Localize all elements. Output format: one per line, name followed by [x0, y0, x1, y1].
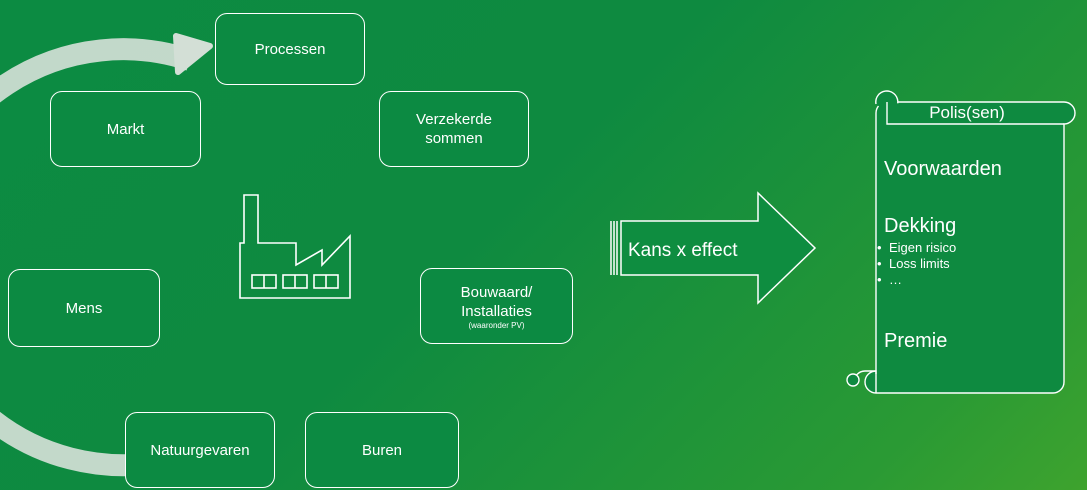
scroll-bullet-list: Eigen risico Loss limits …: [877, 240, 956, 288]
node-mens: Mens: [8, 269, 160, 347]
node-label: Natuurgevaren: [150, 441, 250, 459]
node-label: Markt: [106, 120, 145, 138]
policy-scroll: [846, 90, 1076, 394]
node-verzekerde-sommen: Verzekerde sommen: [379, 91, 529, 167]
node-note: (waaronder PV): [468, 320, 525, 330]
scroll-bullet: Eigen risico: [877, 240, 956, 256]
node-label: Verzekerde sommen: [416, 111, 492, 147]
node-label: Bouwaard/ Installaties: [460, 283, 533, 320]
factory-icon: [239, 194, 351, 299]
node-label: Mens: [65, 299, 103, 317]
arrow-label: Kans x effect: [628, 240, 738, 261]
node-bouwaard-installaties: Bouwaard/ Installaties (waaronder PV): [420, 268, 573, 344]
kans-effect-arrow: [610, 191, 817, 305]
cycle-ring: [0, 33, 213, 477]
scroll-bullet: Loss limits: [877, 256, 956, 272]
scroll-heading-voorwaarden: Voorwaarden: [884, 158, 1002, 180]
scroll-title: Polis(sen): [929, 103, 1005, 122]
node-label: Buren: [361, 441, 403, 459]
node-markt: Markt: [50, 91, 201, 167]
node-processen: Processen: [215, 13, 365, 85]
node-label: Processen: [254, 40, 326, 58]
scroll-heading-dekking: Dekking: [884, 215, 957, 237]
node-buren: Buren: [305, 412, 459, 488]
scroll-heading-premie: Premie: [884, 330, 948, 352]
scroll-bullet: …: [877, 272, 956, 288]
node-natuurgevaren: Natuurgevaren: [125, 412, 275, 488]
